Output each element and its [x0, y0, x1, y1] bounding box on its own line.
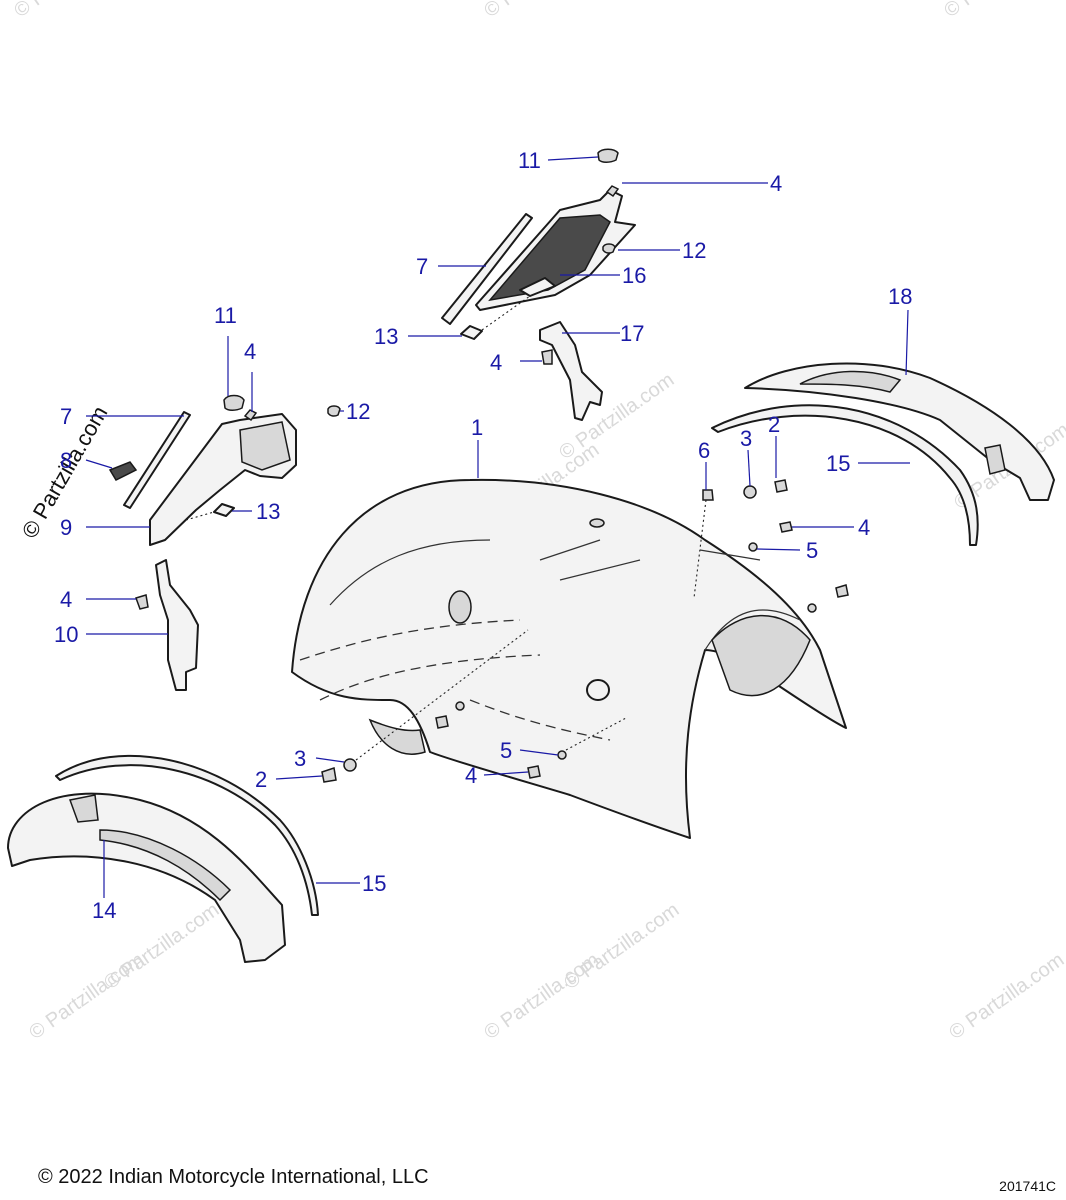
callout-4: 4 [465, 763, 477, 788]
callout-12: 12 [682, 238, 706, 263]
callout-14: 14 [92, 898, 116, 923]
bracket-10 [135, 559, 199, 691]
callout-7: 7 [60, 404, 72, 429]
rear-fender-part [291, 478, 847, 839]
callout-13: 13 [374, 324, 398, 349]
callout-16: 16 [622, 263, 646, 288]
callout-6: 6 [698, 438, 710, 463]
copyright-text: © 2022 Indian Motorcycle International, … [38, 1166, 429, 1188]
fender-hardware [321, 479, 849, 783]
callout-12: 12 [346, 399, 370, 424]
watermark: © Partzilla.com [945, 949, 1066, 1044]
callout-4: 4 [770, 171, 782, 196]
right-cover-assembly [711, 362, 1055, 546]
upper-bracket-assembly [441, 148, 636, 340]
callout-13: 13 [256, 499, 280, 524]
watermark: © Partzilla.com [480, 0, 603, 22]
callout-2: 2 [768, 412, 780, 437]
callout-1: 1 [471, 415, 483, 440]
callout-5: 5 [806, 538, 818, 563]
leader-lines [85, 156, 910, 898]
left-bracket-assembly [108, 394, 341, 546]
watermark: © Partzilla.com [100, 899, 223, 994]
callout-labels: 1 11 4 12 7 16 13 17 4 11 4 12 7 8 9 13 … [54, 148, 912, 923]
callout-11: 11 [214, 303, 237, 328]
bracket-17 [539, 321, 603, 421]
callout-8: 8 [60, 448, 72, 473]
callout-9: 9 [60, 515, 72, 540]
watermark: © Partzilla.com [940, 0, 1063, 22]
watermark: © Partzilla.com [10, 0, 133, 22]
callout-3: 3 [740, 426, 752, 451]
callout-17: 17 [620, 321, 644, 346]
callout-4: 4 [60, 587, 72, 612]
watermark: © Partzilla.com [560, 899, 683, 994]
callout-4: 4 [490, 350, 502, 375]
diagram-code: 201741C [999, 1178, 1056, 1194]
callout-11: 11 [518, 148, 541, 173]
left-cover-assembly [7, 754, 319, 963]
callout-4: 4 [858, 515, 870, 540]
callout-18: 18 [888, 284, 912, 309]
callout-5: 5 [500, 738, 512, 763]
callout-3: 3 [294, 746, 306, 771]
callout-15: 15 [826, 451, 850, 476]
callout-7: 7 [416, 254, 428, 279]
callout-2: 2 [255, 767, 267, 792]
callout-15: 15 [362, 871, 386, 896]
callout-4: 4 [244, 339, 256, 364]
callout-10: 10 [54, 622, 78, 647]
